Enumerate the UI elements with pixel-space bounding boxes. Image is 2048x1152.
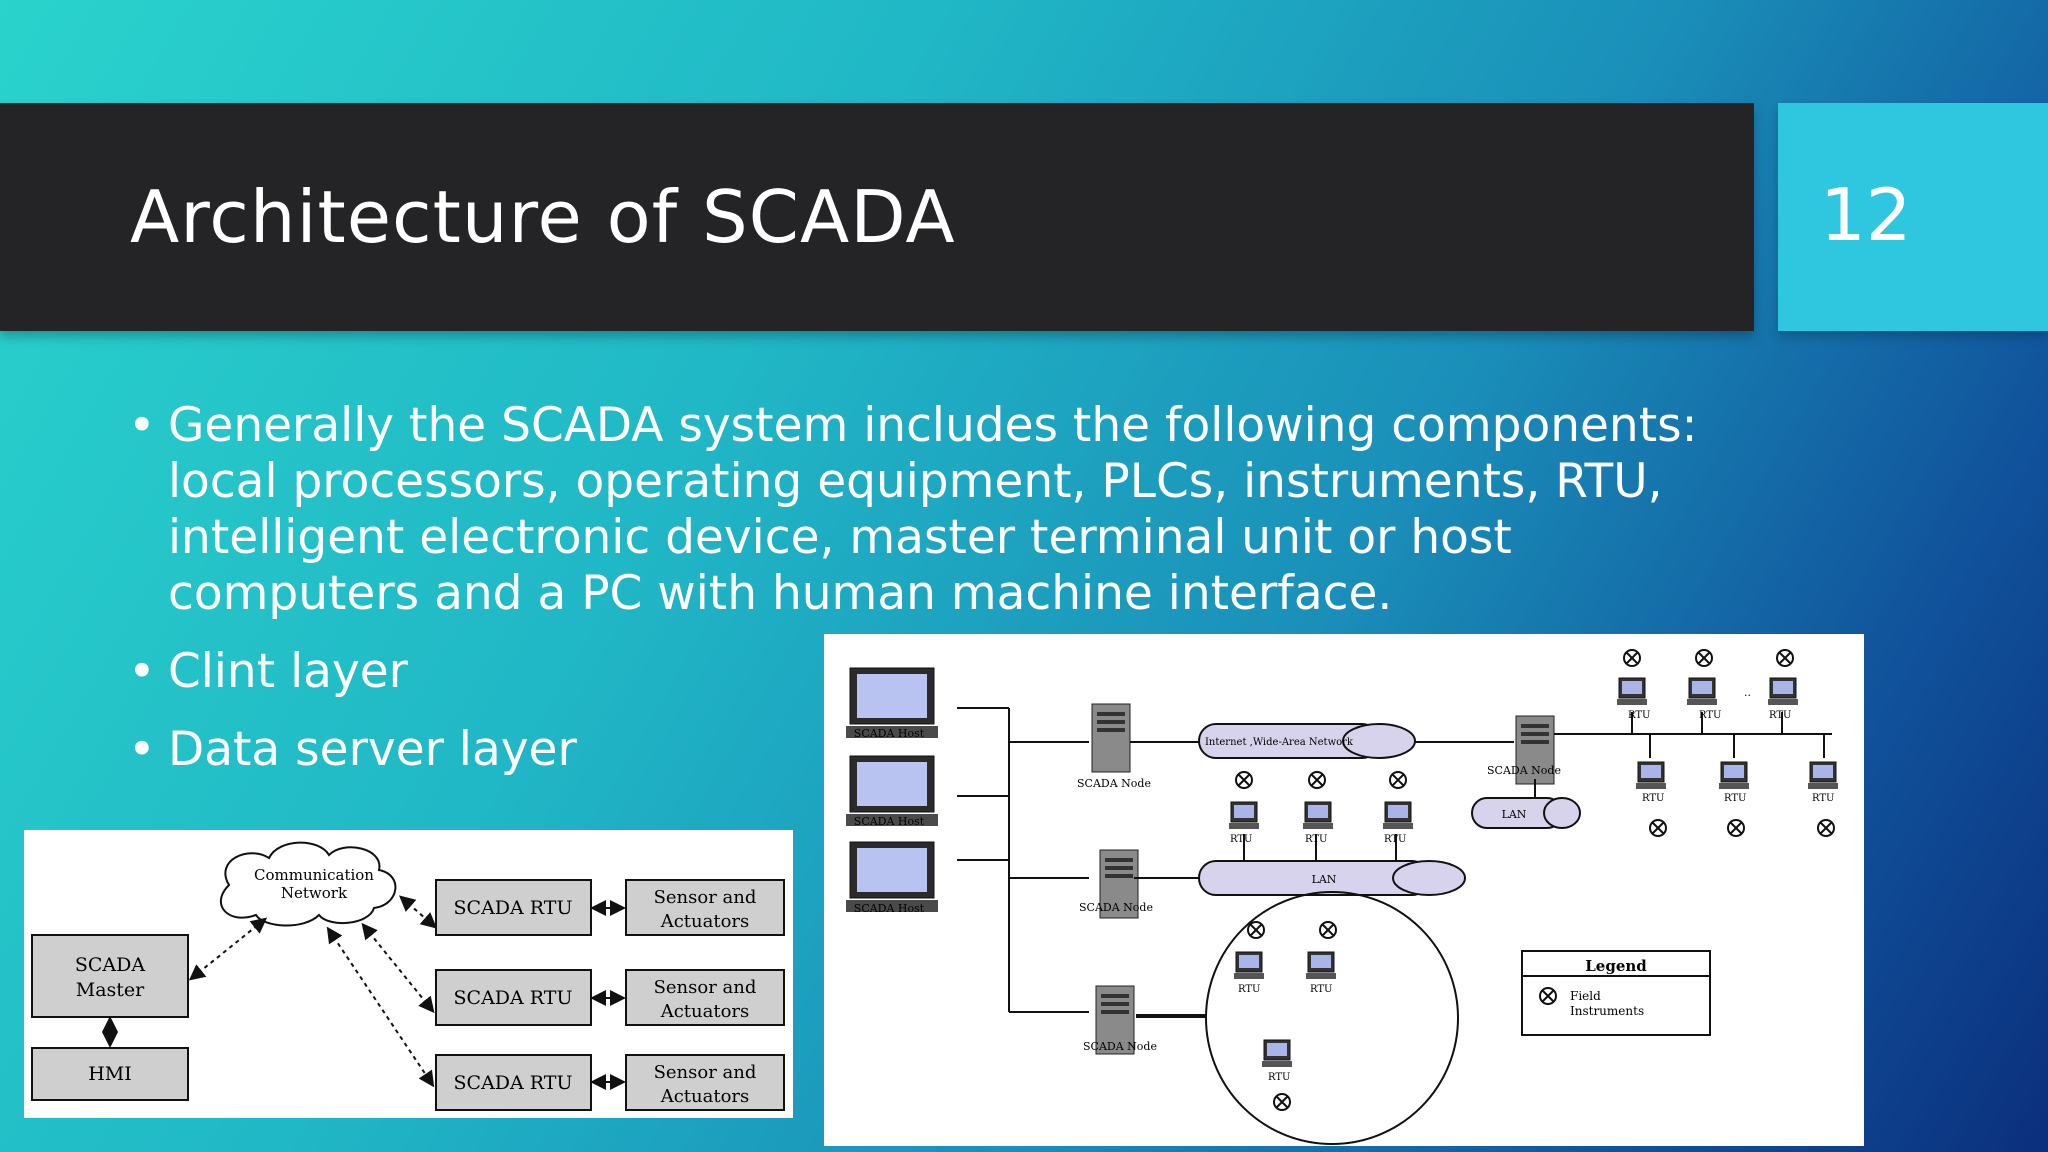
rtu-computer-icon bbox=[1686, 677, 1718, 706]
field-instrument-icon bbox=[1273, 1093, 1291, 1111]
node-label: SCADA Node bbox=[1077, 777, 1151, 790]
field-instrument-icon bbox=[1247, 921, 1265, 939]
rtu-label: RTU bbox=[1812, 793, 1834, 804]
cloud-label-line2: Network bbox=[281, 884, 348, 902]
rtu-label: RTU bbox=[1724, 793, 1746, 804]
host-label: SCADA Host bbox=[854, 902, 925, 915]
rtu-computer-icon bbox=[1261, 1039, 1293, 1068]
sensor-actuator-box: Sensor and Actuators bbox=[625, 1054, 785, 1111]
rtu-computer-icon bbox=[1228, 801, 1260, 830]
hmi-box: HMI bbox=[31, 1047, 189, 1101]
rtu-label: RTU bbox=[1642, 793, 1664, 804]
rtu-computer-icon bbox=[1767, 677, 1799, 706]
scada-rtu-box: SCADA RTU bbox=[435, 969, 592, 1026]
rtu-label: SCADA RTU bbox=[454, 897, 573, 919]
wan-cylinder: Internet ,Wide-Area Network bbox=[1130, 723, 1514, 759]
scada-master-diagram: Communication Network SCADA Master HMI S… bbox=[24, 830, 793, 1118]
lan-label: LAN bbox=[1312, 873, 1337, 886]
slide-number: 12 bbox=[1820, 173, 1912, 257]
rtu-computer-icon bbox=[1382, 801, 1414, 830]
master-label-line1: SCADA bbox=[75, 954, 146, 976]
scada-node-server: SCADA Node bbox=[1083, 985, 1157, 1055]
rtu-label: RTU bbox=[1305, 834, 1327, 845]
node-label: SCADA Node bbox=[1079, 901, 1153, 914]
scada-network-diagram: SCADA Host SCADA Host SCADA Host SCADA N… bbox=[824, 634, 1864, 1146]
sensor-label-line1: Sensor and bbox=[654, 887, 757, 908]
sensor-label-line1: Sensor and bbox=[654, 1062, 757, 1083]
bullet-item: •Clint layer bbox=[128, 644, 409, 699]
rtu-label: RTU bbox=[1628, 710, 1650, 721]
lan-label: LAN bbox=[1502, 808, 1527, 821]
field-instrument-icon bbox=[1308, 771, 1326, 789]
sensor-label-line2: Actuators bbox=[660, 911, 750, 932]
field-instrument-icon bbox=[1389, 771, 1407, 789]
rtu-label: SCADA RTU bbox=[454, 1072, 573, 1094]
field-instrument-icon bbox=[1319, 921, 1337, 939]
field-instrument-icon bbox=[1776, 649, 1794, 667]
scada-rtu-box: SCADA RTU bbox=[435, 879, 592, 936]
legend-item-line2: Instruments bbox=[1570, 1004, 1644, 1018]
field-instrument-icon bbox=[1727, 819, 1745, 837]
field-instrument-icon bbox=[1649, 819, 1667, 837]
bullet-item: •Generally the SCADA system includes the… bbox=[128, 398, 1698, 621]
scada-host-computer: SCADA Host bbox=[845, 755, 939, 828]
rtu-label: RTU bbox=[1310, 984, 1332, 995]
node-label: SCADA Node bbox=[1487, 764, 1561, 777]
scada-node-server: SCADA Node bbox=[1487, 715, 1561, 785]
rtu-label: RTU bbox=[1384, 834, 1406, 845]
lan-cylinder: LAN bbox=[1134, 860, 1466, 896]
rtu-label: RTU bbox=[1230, 834, 1252, 845]
legend-item-line1: Field bbox=[1570, 989, 1601, 1003]
rtu-label: RTU bbox=[1238, 984, 1260, 995]
rtu-label: RTU bbox=[1769, 710, 1791, 721]
radio-network-circle bbox=[1136, 891, 1459, 1145]
sensor-label-line1: Sensor and bbox=[654, 977, 757, 998]
slide-number-box: 12 bbox=[1778, 103, 2048, 331]
lan-cylinder-small: LAN bbox=[1471, 779, 1581, 829]
bullet-text: Data server layer bbox=[168, 722, 577, 777]
sensor-actuator-box: Sensor and Actuators bbox=[625, 969, 785, 1026]
node-label: SCADA Node bbox=[1083, 1040, 1157, 1053]
bullet-list: •Generally the SCADA system includes the… bbox=[128, 398, 1708, 800]
rtu-label: RTU bbox=[1268, 1072, 1290, 1083]
rtu-computer-icon bbox=[1233, 951, 1265, 980]
rtu-computer-icon bbox=[1807, 761, 1839, 790]
field-instrument-icon bbox=[1623, 649, 1641, 667]
field-instrument-icon bbox=[1539, 987, 1557, 1005]
slide-title: Architecture of SCADA bbox=[130, 175, 956, 259]
hmi-label: HMI bbox=[88, 1063, 132, 1085]
sensor-actuator-box: Sensor and Actuators bbox=[625, 879, 785, 936]
title-bar: Architecture of SCADA bbox=[0, 103, 1754, 331]
bullet-item: •Data server layer bbox=[128, 722, 577, 777]
rtu-computer-icon bbox=[1718, 761, 1750, 790]
master-label-line2: Master bbox=[76, 979, 145, 1001]
sensor-label-line2: Actuators bbox=[660, 1001, 750, 1022]
legend-title: Legend bbox=[1585, 957, 1647, 975]
field-instrument-icon bbox=[1235, 771, 1253, 789]
rtu-label: RTU bbox=[1699, 710, 1721, 721]
field-instrument-icon bbox=[1817, 819, 1835, 837]
sensor-label-line2: Actuators bbox=[660, 1086, 750, 1107]
scada-node-server: SCADA Node bbox=[1077, 703, 1151, 790]
legend-box: Legend Field Instruments bbox=[1521, 950, 1711, 1036]
wan-label: Internet ,Wide-Area Network bbox=[1205, 737, 1354, 748]
scada-host-computer: SCADA Host bbox=[845, 841, 939, 915]
rtu-label: SCADA RTU bbox=[454, 987, 573, 1009]
rtu-computer-icon bbox=[1616, 677, 1648, 706]
field-instrument-icon bbox=[1695, 649, 1713, 667]
scada-master-box: SCADA Master bbox=[31, 934, 189, 1018]
rtu-computer-icon bbox=[1635, 761, 1667, 790]
scada-rtu-box: SCADA RTU bbox=[435, 1054, 592, 1111]
scada-host-computer: SCADA Host bbox=[845, 667, 939, 740]
host-label: SCADA Host bbox=[854, 727, 925, 740]
host-label: SCADA Host bbox=[854, 815, 925, 828]
bullet-text: Generally the SCADA system includes the … bbox=[168, 398, 1698, 621]
rtu-computer-icon bbox=[1302, 801, 1334, 830]
ellipsis-dots: .. bbox=[1744, 686, 1751, 699]
scada-node-server: SCADA Node bbox=[1079, 849, 1153, 919]
bullet-text: Clint layer bbox=[168, 644, 409, 699]
cloud-label-line1: Communication bbox=[254, 866, 374, 884]
rtu-computer-icon bbox=[1305, 951, 1337, 980]
communication-network-cloud: Communication Network bbox=[219, 841, 397, 927]
